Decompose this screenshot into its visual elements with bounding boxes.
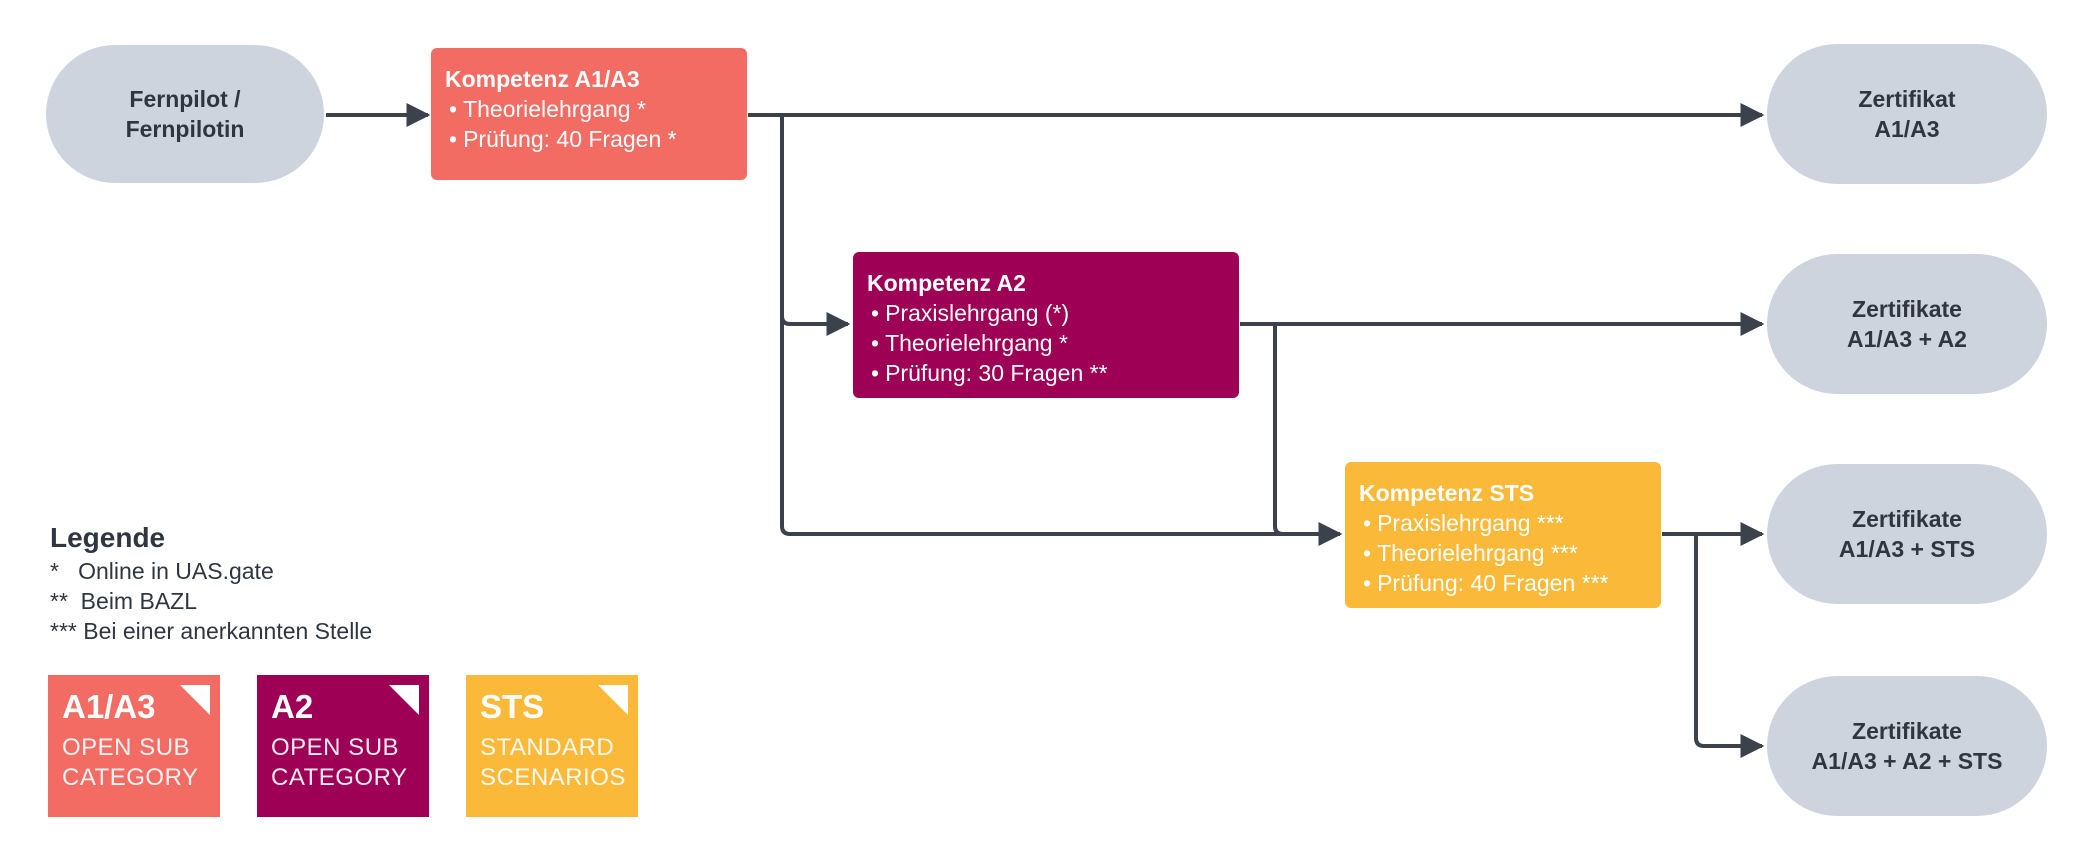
competence-box-sts: Kompetenz STS Praxislehrgang *** Theorie… bbox=[1345, 462, 1661, 608]
competence-title: Kompetenz A1/A3 bbox=[445, 66, 640, 92]
competence-item: Prüfung: 40 Fragen *** bbox=[1359, 568, 1647, 598]
competence-item: Theorielehrgang *** bbox=[1359, 538, 1647, 568]
certificate-node-a1a3-a2: Zertifikate A1/A3 + A2 bbox=[1767, 254, 2047, 394]
start-node-line2: Fernpilotin bbox=[125, 116, 245, 142]
competence-item: Prüfung: 40 Fragen * bbox=[445, 124, 733, 154]
arrow-a2-to-sts bbox=[1273, 324, 1340, 536]
legend-item: * Online in UAS.gate bbox=[50, 558, 274, 584]
competence-title: Kompetenz STS bbox=[1359, 480, 1535, 506]
certificate-line2: A1/A3 + STS bbox=[1838, 536, 1976, 562]
competence-title: Kompetenz A2 bbox=[867, 270, 1026, 296]
arrow-sts-to-cert-all bbox=[1694, 534, 1765, 758]
competence-item: Praxislehrgang (*) bbox=[867, 298, 1225, 328]
arrow-a1a3-to-sts bbox=[780, 316, 1343, 546]
legend-item: ** Beim BAZL bbox=[50, 588, 197, 614]
badge-desc-line2: CATEGORY bbox=[62, 764, 199, 791]
badge-code: A1/A3 bbox=[62, 688, 156, 725]
certificate-line1: Zertifikat bbox=[1858, 86, 1956, 112]
badge-desc-line1: OPEN SUB bbox=[62, 734, 191, 761]
competence-item: Praxislehrgang *** bbox=[1359, 508, 1647, 538]
legend: Legende * Online in UAS.gate ** Beim BAZ… bbox=[50, 520, 372, 646]
start-node-fernpilot: Fernpilot / Fernpilotin bbox=[46, 45, 324, 183]
certificate-node-a1a3-sts: Zertifikate A1/A3 + STS bbox=[1767, 464, 2047, 604]
badge-a2: A2 OPEN SUB CATEGORY bbox=[257, 675, 429, 817]
certificate-line1: Zertifikate bbox=[1852, 718, 1962, 744]
badge-desc-line1: OPEN SUB bbox=[271, 734, 400, 761]
competence-item: Prüfung: 30 Fragen ** bbox=[867, 358, 1225, 388]
certificate-node-a1a3-a2-sts: Zertifikate A1/A3 + A2 + STS bbox=[1767, 676, 2047, 816]
badge-a1a3: A1/A3 OPEN SUB CATEGORY bbox=[48, 675, 220, 817]
badge-desc-line1: STANDARD bbox=[480, 734, 615, 761]
badge-sts: STS STANDARD SCENARIOS bbox=[466, 675, 638, 817]
badge-desc-line2: CATEGORY bbox=[271, 764, 408, 791]
certificate-line1: Zertifikate bbox=[1852, 296, 1962, 322]
certificate-line1: Zertifikate bbox=[1852, 506, 1962, 532]
certificate-line2: A1/A3 bbox=[1874, 116, 1940, 142]
page-corner-icon bbox=[180, 685, 210, 715]
competence-item: Theorielehrgang * bbox=[445, 94, 733, 124]
competence-box-a2: Kompetenz A2 Praxislehrgang (*) Theoriel… bbox=[853, 252, 1239, 398]
start-node-line1: Fernpilot / bbox=[129, 86, 241, 112]
page-corner-icon bbox=[389, 685, 419, 715]
legend-title: Legende bbox=[50, 522, 166, 553]
legend-item: *** Bei einer anerkannten Stelle bbox=[50, 618, 373, 644]
badge-description: OPEN SUB CATEGORY bbox=[62, 733, 206, 793]
badge-description: STANDARD SCENARIOS bbox=[480, 733, 626, 793]
badge-desc-line2: SCENARIOS bbox=[480, 764, 626, 791]
certificate-line2: A1/A3 + A2 + STS bbox=[1811, 748, 2003, 774]
page-corner-icon bbox=[598, 685, 628, 715]
badge-code: A2 bbox=[271, 688, 314, 725]
competence-item: Theorielehrgang * bbox=[867, 328, 1225, 358]
certificate-line2: A1/A3 + A2 bbox=[1847, 326, 1967, 352]
certificate-node-a1a3: Zertifikat A1/A3 bbox=[1767, 44, 2047, 184]
badge-code: STS bbox=[480, 688, 545, 725]
arrow-a1a3-to-a2 bbox=[780, 115, 851, 336]
badge-description: OPEN SUB CATEGORY bbox=[271, 733, 415, 793]
competence-box-a1a3: Kompetenz A1/A3 Theorielehrgang * Prüfun… bbox=[431, 48, 747, 180]
